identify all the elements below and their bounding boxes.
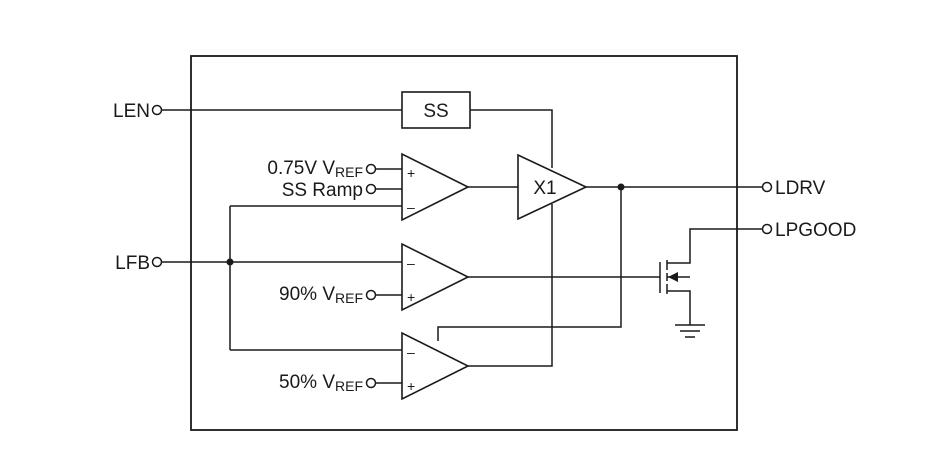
wire-comp3-x1 <box>468 204 553 367</box>
x1-block <box>517 153 588 221</box>
ground-icon <box>675 324 705 338</box>
comp3-minus-sign: – <box>407 344 415 360</box>
label-vref90: 90% VREF <box>279 284 363 306</box>
pin-lpgood <box>761 223 773 235</box>
mosfet <box>659 228 762 325</box>
pin-vref90 <box>365 289 377 301</box>
comp1-minus-sign: – <box>407 199 415 215</box>
label-lpgood: LPGOOD <box>775 220 856 241</box>
comp2-minus-sign: – <box>407 255 415 271</box>
x1-block-label: X1 <box>533 178 556 199</box>
pin-ldrv <box>761 181 773 193</box>
label-lfb: LFB <box>115 253 150 274</box>
ss-block <box>401 91 471 129</box>
wire-ldrv-feedback <box>437 187 622 341</box>
ss-block-label: SS <box>423 101 448 122</box>
junction-lfb <box>226 258 234 266</box>
comparator-undervoltage <box>401 331 470 401</box>
pin-vref075 <box>365 163 377 175</box>
comparator-powergood <box>401 242 470 312</box>
wire-ss-x1 <box>470 109 553 168</box>
pin-len <box>151 104 163 116</box>
comparator-softstart <box>401 152 470 222</box>
label-len: LEN <box>113 101 150 122</box>
label-vref075: 0.75V VREF <box>267 158 363 180</box>
comp3-plus-sign: + <box>407 378 415 394</box>
label-vref50: 50% VREF <box>279 372 363 394</box>
junction-ldrv <box>617 183 625 191</box>
pin-ssramp <box>365 183 377 195</box>
pin-vref50 <box>365 377 377 389</box>
label-ldrv: LDRV <box>775 178 826 199</box>
pin-lfb <box>151 256 163 268</box>
comp1-plus-sign: + <box>407 165 415 181</box>
chip-boundary <box>190 55 738 431</box>
label-ssramp: SS Ramp <box>282 180 363 201</box>
comp2-plus-sign: + <box>407 289 415 305</box>
